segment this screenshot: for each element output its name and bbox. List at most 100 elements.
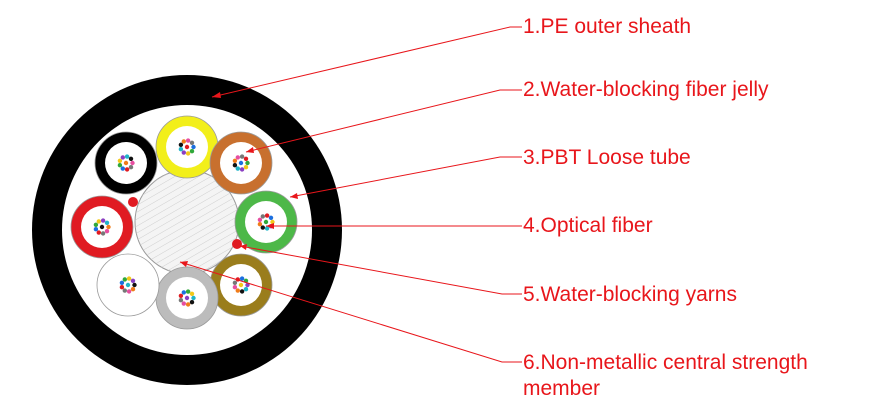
leader-line-water-blocking-yarns <box>239 245 522 295</box>
optical-fiber <box>120 155 126 160</box>
loose-tube-red <box>70 195 134 259</box>
optical-fiber <box>239 167 245 172</box>
optical-fiber <box>239 289 245 294</box>
optical-fiber <box>99 224 105 230</box>
optical-fiber-bundle <box>232 276 250 294</box>
loose-tubes <box>70 115 298 330</box>
label-central-strength-member: 6.Non-metallic central strength member <box>523 350 808 402</box>
optical-fiber <box>264 213 270 218</box>
optical-fiber-bundle <box>232 154 250 172</box>
optical-fiber <box>93 222 99 227</box>
optical-fiber <box>181 301 186 306</box>
loose-tube-green <box>234 190 298 254</box>
optical-fiber <box>100 218 106 223</box>
optical-fiber <box>181 150 186 155</box>
optical-fiber-bundle <box>117 154 135 172</box>
leader-line-central-strength-member <box>179 261 522 363</box>
loose-tube-grey <box>155 266 219 330</box>
optical-fiber <box>104 229 110 234</box>
optical-fiber <box>132 282 137 288</box>
optical-fiber-bundle <box>93 218 111 236</box>
optical-fiber <box>130 278 136 283</box>
optical-fiber <box>178 142 184 147</box>
optical-fiber <box>123 160 129 166</box>
label-central-strength-member-line1: 6.Non-metallic central strength <box>523 351 808 374</box>
optical-fiber <box>119 280 125 285</box>
optical-fiber <box>189 291 195 296</box>
optical-fiber <box>117 163 123 168</box>
loose-tube-white <box>96 253 160 317</box>
optical-fiber <box>120 166 126 171</box>
label-water-blocking-fiber-jelly: 2.Water-blocking fiber jelly <box>523 78 769 101</box>
optical-fiber <box>128 156 134 161</box>
optical-fiber <box>124 167 130 172</box>
optical-fiber <box>260 214 265 219</box>
loose-tube-brown <box>209 131 273 195</box>
optical-fiber <box>268 215 274 220</box>
optical-fiber <box>125 282 131 288</box>
optical-fiber <box>191 295 196 301</box>
label-water-blocking-yarns: 5.Water-blocking yarns <box>523 283 737 306</box>
loose-tube-yellow <box>155 115 219 179</box>
optical-fiber <box>245 160 250 166</box>
optical-fiber <box>245 282 250 288</box>
optical-fiber <box>185 138 191 143</box>
leader-line-water-blocking-fiber-jelly <box>245 89 522 153</box>
optical-fiber <box>184 295 190 301</box>
optical-fiber <box>238 160 244 166</box>
optical-fiber <box>232 285 238 290</box>
optical-fiber <box>239 276 245 281</box>
optical-fiber <box>130 287 136 292</box>
leader-arrowheads <box>180 92 298 267</box>
label-pe-outer-sheath: 1.PE outer sheath <box>523 15 692 38</box>
optical-fiber <box>126 289 132 294</box>
water-blocking-yarn <box>232 239 242 249</box>
optical-fiber <box>189 140 195 145</box>
optical-fiber <box>106 224 111 230</box>
water-blocking-yarn <box>128 197 138 207</box>
optical-fiber <box>257 222 263 227</box>
optical-fiber <box>130 160 135 166</box>
optical-fiber <box>243 156 249 161</box>
optical-fiber <box>235 288 240 293</box>
optical-fiber <box>100 231 106 236</box>
optical-fiber <box>185 302 191 307</box>
optical-fiber <box>235 166 240 171</box>
optical-fiber <box>232 163 238 168</box>
optical-fiber <box>93 227 99 232</box>
optical-fiber <box>122 277 128 282</box>
optical-fiber <box>128 165 134 170</box>
optical-fiber <box>184 144 190 150</box>
optical-fiber <box>239 154 245 159</box>
optical-fiber <box>178 298 184 303</box>
label-central-strength-member-line2: member <box>523 377 601 400</box>
optical-fiber <box>243 287 249 292</box>
loose-tube-black <box>94 131 158 195</box>
leader-line-pbt-loose-tube <box>289 156 522 198</box>
optical-fiber-bundle <box>119 276 137 294</box>
optical-fiber <box>96 219 102 224</box>
optical-fiber <box>185 289 191 294</box>
optical-fiber <box>124 154 130 159</box>
optical-fiber <box>232 280 238 285</box>
optical-fiber <box>260 225 265 230</box>
optical-fiber <box>243 165 249 170</box>
loose-tube-olive <box>209 253 273 317</box>
optical-fiber <box>185 151 191 156</box>
label-pbt-loose-tube: 3.PBT Loose tube <box>523 146 691 169</box>
optical-fiber <box>257 217 263 222</box>
optical-fiber <box>264 226 270 231</box>
optical-fiber <box>122 288 128 293</box>
optical-fiber <box>181 139 186 144</box>
leader-line-pe-outer-sheath <box>211 26 522 98</box>
optical-fiber <box>232 158 238 163</box>
optical-fiber-bundle <box>178 138 196 156</box>
label-optical-fiber: 4.Optical fiber <box>523 214 653 237</box>
leader-lines <box>179 26 522 363</box>
optical-fiber <box>263 219 269 225</box>
optical-fiber <box>119 285 125 290</box>
optical-fiber <box>235 155 240 160</box>
optical-fiber <box>189 149 195 154</box>
optical-fiber <box>126 276 132 281</box>
